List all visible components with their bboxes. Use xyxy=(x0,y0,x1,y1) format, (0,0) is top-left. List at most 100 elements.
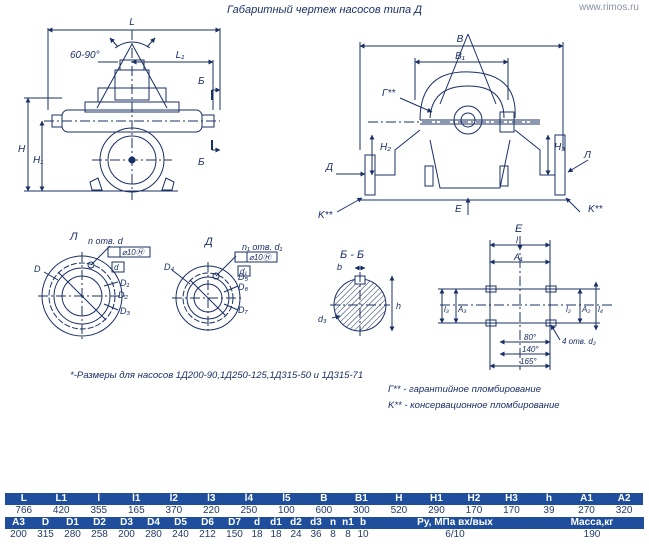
label-D6: D₆ xyxy=(238,282,248,292)
label-d3: d₃ xyxy=(318,314,327,324)
flange-view-d xyxy=(171,251,278,334)
spec-table-2: A3 D D1 D2 D3 D4 D5 D6 D7 d d1 d2 d3 n n… xyxy=(5,517,644,541)
spec-header-cell: H3 xyxy=(492,493,531,505)
label-l4: l₄ xyxy=(598,305,603,314)
spec-header-cell: L xyxy=(5,493,43,505)
flange-view-l xyxy=(38,245,151,340)
spec-value-cell: 170 xyxy=(492,505,531,517)
label-h: h xyxy=(396,301,401,311)
spec-value-cell: 315 xyxy=(32,529,59,541)
spec-header-cell: D5 xyxy=(167,517,194,529)
label-165: 165° xyxy=(520,357,537,366)
spec-header-cell: Масса,кг xyxy=(540,517,644,529)
note-sizes: *-Размеры для насосов 1Д200-90,1Д250-125… xyxy=(70,370,364,381)
spec-value-cell: 370 xyxy=(155,505,193,517)
spec-header-cell: d3 xyxy=(306,517,326,529)
spec-value-cell: 8 xyxy=(326,529,340,541)
label-l3: l₃ xyxy=(444,305,449,314)
label-d1-small: d₁ xyxy=(240,267,247,276)
label-A1: A₁ xyxy=(513,252,523,262)
spec-header-cell: Ру, МПа вх/вых xyxy=(370,517,540,529)
label-d-side: Д xyxy=(325,162,333,173)
spec-header-cell: b xyxy=(356,517,370,529)
dim-H3: H₃ xyxy=(554,142,565,153)
label-l-side: Л xyxy=(583,150,591,161)
spec-header-cell: D1 xyxy=(59,517,86,529)
label-4-holes: 4 отв. d₂ xyxy=(562,337,596,346)
spec-value-cell: 220 xyxy=(192,505,231,517)
label-n1-holes: n₁ отв. d₁ xyxy=(242,242,283,252)
spec-value-cell: 250 xyxy=(230,505,268,517)
spec-value-cell: 8 xyxy=(340,529,356,541)
spec-value-cell: 420 xyxy=(42,505,81,517)
dim-H1: H₁ xyxy=(33,155,43,166)
spec-value-cell: 190 xyxy=(540,529,644,541)
dim-H2: H₂ xyxy=(380,142,391,153)
spec-value-cell: 18 xyxy=(266,529,286,541)
spec-value-cell: 212 xyxy=(194,529,221,541)
spec-table-2-header: A3 D D1 D2 D3 D4 D5 D6 D7 d d1 d2 d3 n n… xyxy=(5,517,644,529)
spec-value-cell: 520 xyxy=(380,505,418,517)
spec-value-cell: 258 xyxy=(86,529,113,541)
spec-table-1-header: L L1 l l1 l2 l3 l4 l5 B B1 H H1 H2 H3 h … xyxy=(5,493,643,505)
spec-header-cell: n1 xyxy=(340,517,356,529)
label-D7: D₇ xyxy=(238,305,248,315)
section-mark-top: Б xyxy=(198,76,205,87)
spec-value-cell: 290 xyxy=(417,505,456,517)
spec-value-cell: 270 xyxy=(567,505,606,517)
note-conservation-seal: K** - консервационное пломбирование xyxy=(388,400,560,411)
view-title-e: E xyxy=(515,223,523,235)
spec-value-cell: 6/10 xyxy=(370,529,540,541)
spec-header-cell: l xyxy=(80,493,118,505)
spec-value-cell: 320 xyxy=(605,505,643,517)
label-D: D xyxy=(34,264,41,274)
spec-header-cell: L1 xyxy=(42,493,81,505)
label-k-left: K** xyxy=(318,210,334,221)
spec-header-cell: l1 xyxy=(117,493,156,505)
label-80: 80° xyxy=(524,333,537,342)
label-D1: D₁ xyxy=(120,278,129,288)
label-tol-d: ⌀10Ⓗ xyxy=(249,253,273,262)
label-140: 140° xyxy=(522,345,539,354)
label-A2: A₂ xyxy=(581,305,590,314)
note-guarantee-seal: Г** - гарантийное пломбирование xyxy=(388,384,541,395)
spec-value-cell: 600 xyxy=(305,505,343,517)
spec-header-cell: h xyxy=(530,493,568,505)
spec-header-cell: H xyxy=(380,493,418,505)
spec-value-cell: 240 xyxy=(167,529,194,541)
spec-header-cell: l3 xyxy=(192,493,231,505)
spec-header-cell: H2 xyxy=(455,493,493,505)
dim-L1: L₁ xyxy=(176,50,185,61)
spec-table-1-values: 766 420 355 165 370 220 250 100 600 300 … xyxy=(5,505,643,517)
label-tol-l: ⌀10Ⓗ xyxy=(122,248,146,257)
spec-value-cell: 18 xyxy=(248,529,266,541)
spec-header-cell: d xyxy=(248,517,266,529)
spec-header-cell: d2 xyxy=(286,517,306,529)
spec-value-cell: 355 xyxy=(80,505,118,517)
spec-value-cell: 36 xyxy=(306,529,326,541)
label-n-holes: n отв. d xyxy=(88,236,124,246)
front-view xyxy=(24,27,221,200)
label-l2: l₂ xyxy=(566,305,571,314)
label-k-right: K** xyxy=(588,204,604,215)
foundation-view xyxy=(438,236,612,370)
label-D4: D₄ xyxy=(164,262,174,272)
label-D3: D₃ xyxy=(120,306,130,316)
spec-header-cell: l2 xyxy=(155,493,193,505)
spec-value-cell: 10 xyxy=(356,529,370,541)
view-title-d: Д xyxy=(203,236,213,248)
section-mark-bottom: Б xyxy=(198,157,205,168)
dim-angle: 60-90° xyxy=(70,50,100,61)
spec-value-cell: 39 xyxy=(530,505,568,517)
spec-table-2-values: 200 315 280 258 200 280 240 212 150 18 1… xyxy=(5,529,644,541)
spec-header-cell: n xyxy=(326,517,340,529)
spec-value-cell: 150 xyxy=(221,529,248,541)
site-watermark[interactable]: www.rimos.ru xyxy=(578,2,639,13)
dim-B1: B₁ xyxy=(455,51,465,62)
spec-header-cell: D3 xyxy=(113,517,140,529)
spec-header-cell: D7 xyxy=(221,517,248,529)
spec-header-cell: B xyxy=(305,493,343,505)
label-l-e: l xyxy=(516,235,519,245)
spec-value-cell: 170 xyxy=(455,505,493,517)
spec-header-cell: D2 xyxy=(86,517,113,529)
